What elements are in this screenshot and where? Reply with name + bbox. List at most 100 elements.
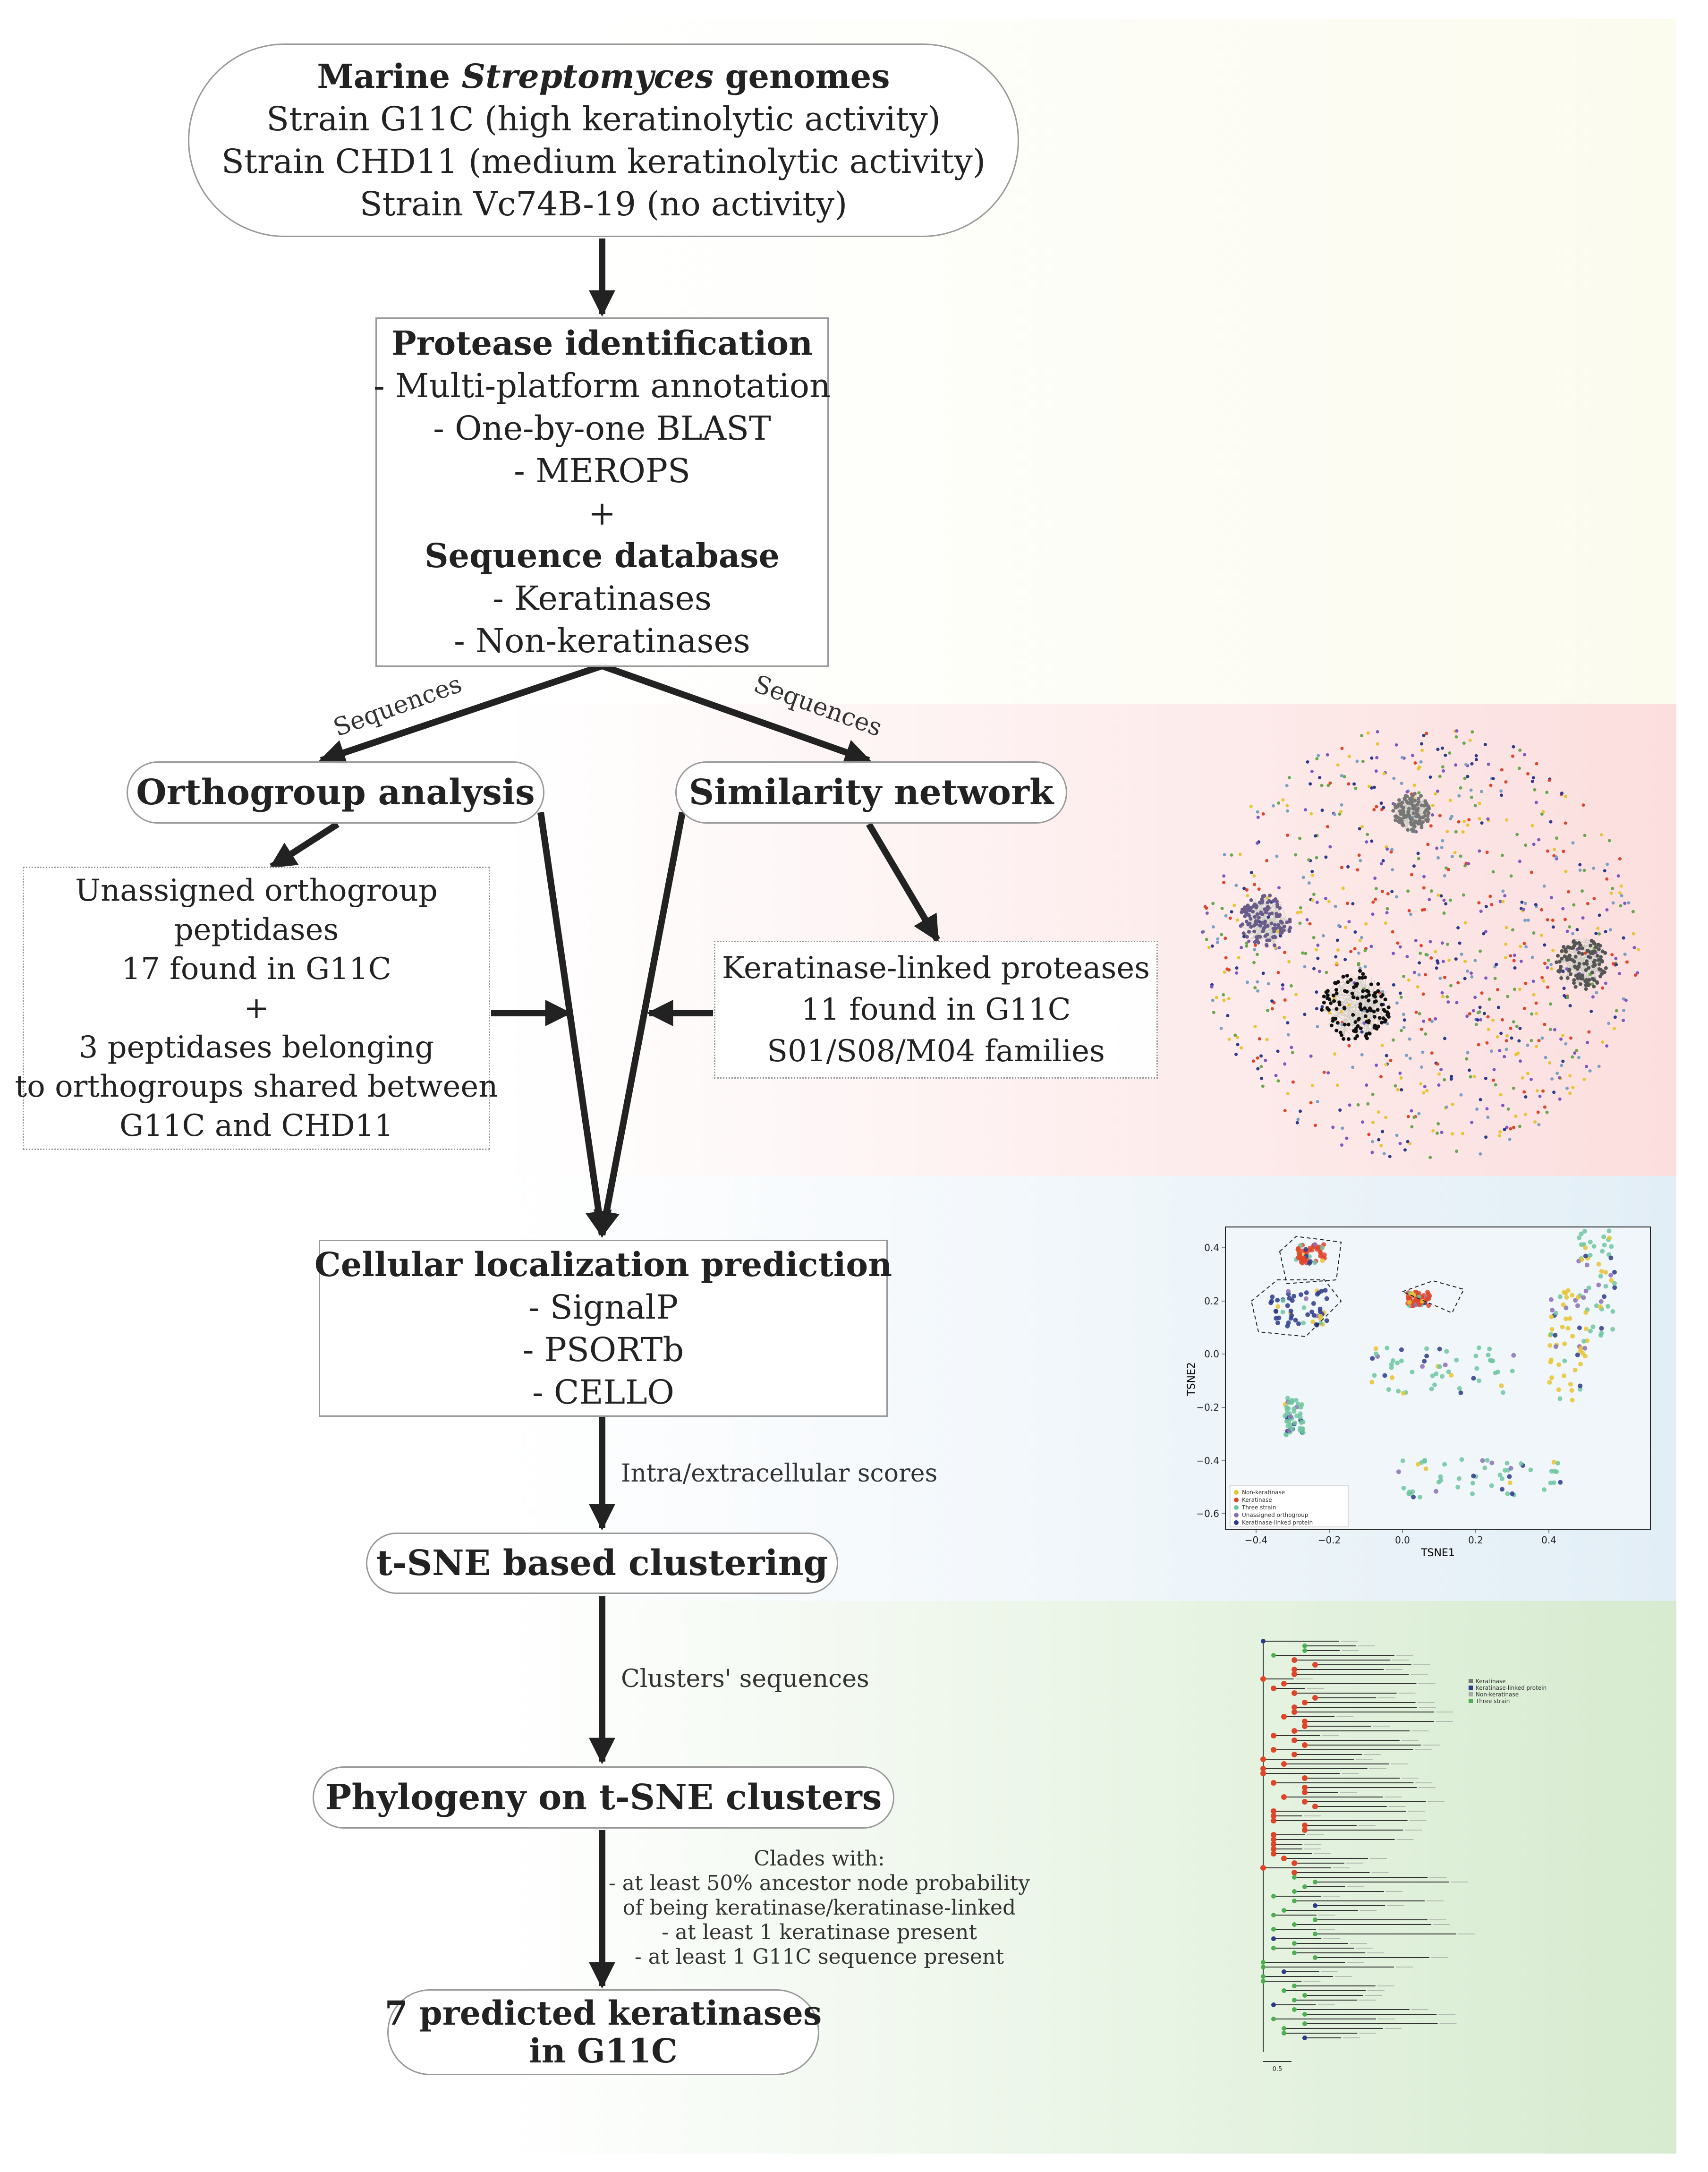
network-node [1419, 944, 1423, 947]
network-node [1402, 1013, 1406, 1016]
tsne-point [1439, 1374, 1445, 1379]
network-node [1286, 809, 1290, 813]
network-node [1532, 931, 1536, 935]
tsne-point [1495, 1369, 1500, 1374]
tree-node [1292, 1875, 1297, 1880]
clades-line: of being keratinase/keratinase-linked [622, 1896, 1016, 1920]
tsne-xtick-label: −0.2 [1318, 1534, 1341, 1546]
phylogeny-box: Phylogeny on t-SNE clusters [313, 1766, 894, 1829]
network-node [1272, 943, 1276, 947]
network-node [1334, 904, 1337, 908]
network-node [1406, 801, 1410, 805]
network-node [1522, 1006, 1526, 1010]
network-node [1575, 1048, 1579, 1052]
network-node [1631, 910, 1635, 913]
network-node [1470, 1121, 1474, 1124]
network-node [1376, 742, 1379, 746]
network-node [1478, 849, 1481, 853]
network-node [1620, 894, 1623, 897]
network-node [1354, 1029, 1358, 1033]
phylogeny-title: Phylogeny on t-SNE clusters [325, 1777, 882, 1818]
tree-node [1302, 1789, 1308, 1795]
network-node [1584, 968, 1588, 972]
network-node [1310, 869, 1314, 873]
network-node [1316, 1100, 1319, 1104]
network-node [1636, 971, 1640, 975]
network-node [1468, 738, 1472, 742]
network-node [1533, 788, 1537, 792]
tsne-point [1588, 1239, 1593, 1244]
network-node [1450, 815, 1453, 818]
network-node [1396, 819, 1401, 824]
network-node [1592, 984, 1596, 988]
network-node [1517, 1039, 1521, 1043]
network-node [1585, 959, 1589, 963]
network-node [1574, 973, 1578, 978]
tsne-point [1528, 1467, 1533, 1473]
network-node [1244, 910, 1249, 914]
network-node [1322, 1000, 1326, 1005]
unassigned-line: Unassigned orthogroup [75, 873, 438, 908]
network-node [1515, 1024, 1519, 1028]
network-node [1271, 804, 1275, 808]
network-node [1298, 836, 1302, 840]
network-node [1258, 935, 1262, 939]
tsne-point [1300, 1426, 1305, 1431]
tree-legend-label: Keratinase-linked protein [1476, 1685, 1547, 1691]
tsne-ytick-label: 0.0 [1204, 1348, 1219, 1360]
network-node [1402, 1026, 1406, 1030]
network-node [1277, 886, 1281, 890]
network-node [1392, 983, 1395, 987]
network-node [1410, 1125, 1414, 1129]
network-node [1410, 817, 1414, 821]
network-node [1591, 940, 1596, 944]
network-node [1595, 991, 1598, 995]
network-node [1403, 794, 1408, 798]
network-node [1363, 965, 1367, 969]
network-node [1370, 786, 1374, 790]
network-node [1589, 1009, 1593, 1013]
network-node [1560, 949, 1564, 953]
network-node [1492, 1078, 1496, 1082]
network-node [1469, 788, 1473, 792]
network-node [1607, 1022, 1611, 1025]
network-node [1320, 784, 1324, 787]
network-node [1470, 730, 1474, 734]
network-node [1600, 971, 1604, 976]
tsne-point [1303, 1296, 1309, 1301]
tsne-point [1288, 1308, 1293, 1313]
network-node [1445, 1105, 1448, 1109]
network-edge [1280, 903, 1291, 928]
network-node [1247, 939, 1251, 943]
network-edge [1247, 916, 1279, 926]
network-node [1391, 868, 1394, 871]
network-node [1238, 852, 1242, 856]
network-node [1222, 874, 1226, 878]
network-node [1402, 797, 1407, 801]
network-node [1285, 804, 1289, 808]
network-node [1404, 1054, 1408, 1057]
network-node [1336, 763, 1340, 767]
network-node [1490, 903, 1494, 906]
tsne-point [1275, 1320, 1280, 1326]
network-node [1545, 1110, 1549, 1114]
tsne-point [1324, 1296, 1329, 1301]
tree-node [1302, 1799, 1308, 1805]
network-node [1479, 1098, 1482, 1101]
tsne-point [1292, 1421, 1298, 1426]
network-node [1340, 1143, 1343, 1147]
network-node [1588, 955, 1592, 960]
network-node [1474, 758, 1478, 761]
genomes-line: Strain Vc74B-19 (no activity) [359, 185, 848, 223]
tsne-point [1382, 1373, 1387, 1378]
network-node [1274, 1073, 1278, 1077]
network-node [1637, 948, 1640, 952]
network-node [1398, 1141, 1402, 1145]
network-edge [1328, 989, 1342, 1010]
tsne-point [1600, 1249, 1605, 1254]
tsne-point [1444, 1349, 1449, 1354]
network-node [1428, 775, 1432, 779]
network-node [1485, 851, 1489, 854]
tsne-point [1390, 1375, 1395, 1380]
